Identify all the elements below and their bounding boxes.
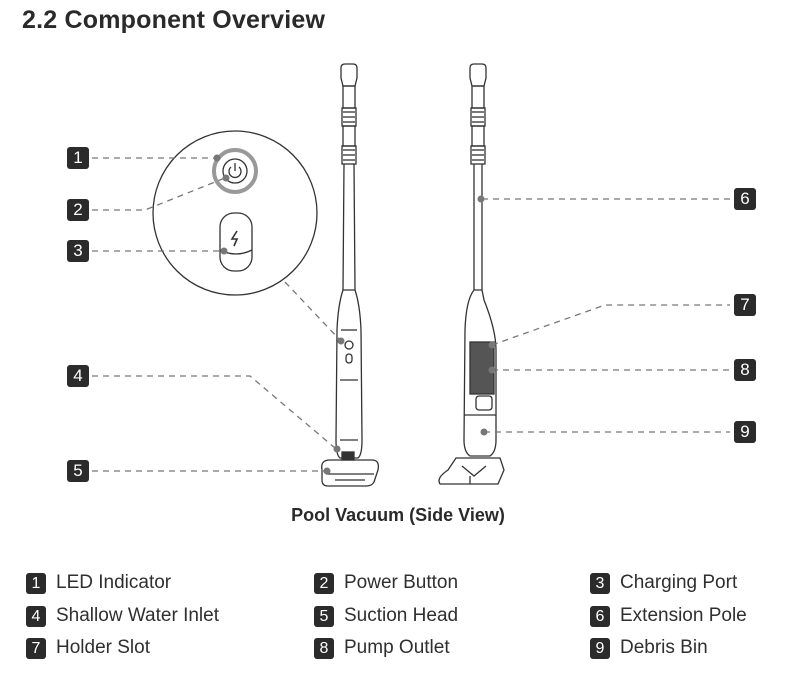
legend-item-power-button: 2 Power Button <box>314 571 458 595</box>
legend-badge: 9 <box>590 637 610 659</box>
callout-badge-8: 8 <box>734 359 756 381</box>
legend-item-debris-bin: 9 Debris Bin <box>590 636 708 660</box>
legend-label: Extension Pole <box>620 605 747 626</box>
legend-item-led-indicator: 1 LED Indicator <box>26 571 171 595</box>
legend-label: Shallow Water Inlet <box>56 605 219 626</box>
callout-badge-3: 3 <box>67 240 89 262</box>
legend-label: Pump Outlet <box>344 637 450 658</box>
legend-badge: 2 <box>314 572 334 594</box>
legend-item-extension-pole: 6 Extension Pole <box>590 604 747 628</box>
legend-badge: 7 <box>26 637 46 659</box>
legend-label: Charging Port <box>620 572 738 593</box>
callout-badge-2: 2 <box>67 199 89 221</box>
callout-badge-7: 7 <box>734 294 756 316</box>
callout-badge-5: 5 <box>67 460 89 482</box>
legend-label: Power Button <box>344 572 459 593</box>
callout-badge-1: 1 <box>67 147 89 169</box>
legend-item-charging-port: 3 Charging Port <box>590 571 737 595</box>
legend-item-suction-head: 5 Suction Head <box>314 604 458 628</box>
legend-badge: 6 <box>590 605 610 627</box>
legend-label: LED Indicator <box>56 572 172 593</box>
legend-label: Holder Slot <box>56 637 150 658</box>
legend-label: Debris Bin <box>620 637 708 658</box>
figure-caption: Pool Vacuum (Side View) <box>291 505 505 525</box>
legend-item-pump-outlet: 8 Pump Outlet <box>314 636 450 660</box>
legend-badge: 5 <box>314 605 334 627</box>
legend-badge: 3 <box>590 572 610 594</box>
legend-badge: 8 <box>314 637 334 659</box>
legend-label: Suction Head <box>344 605 459 626</box>
legend-badge: 1 <box>26 572 46 594</box>
legend-badge: 4 <box>26 605 46 627</box>
callout-badge-6: 6 <box>734 188 756 210</box>
callout-badge-9: 9 <box>734 421 756 443</box>
legend-item-holder-slot: 7 Holder Slot <box>26 636 150 660</box>
section-title: 2.2 Component Overview <box>22 6 326 34</box>
callout-badge-4: 4 <box>67 365 89 387</box>
legend-item-shallow-water-inlet: 4 Shallow Water Inlet <box>26 604 219 628</box>
